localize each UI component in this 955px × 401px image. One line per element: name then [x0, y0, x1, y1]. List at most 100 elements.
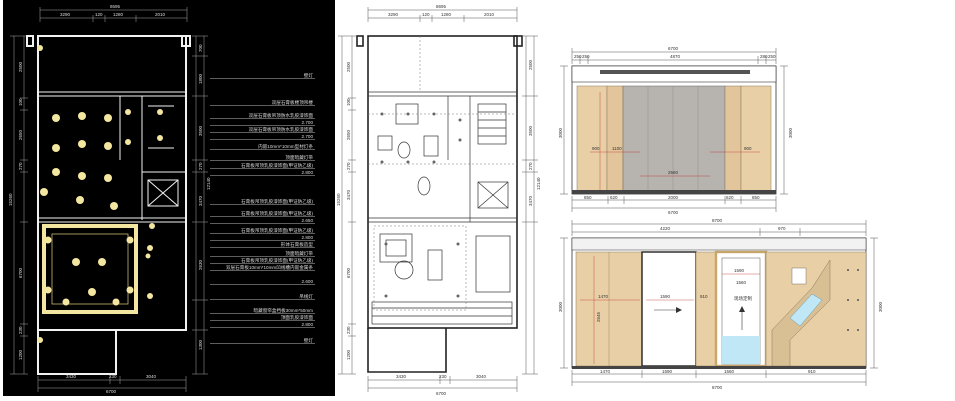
inner-label: 1100 [612, 146, 622, 151]
downlight-icon [44, 286, 52, 294]
annotation: 吊线灯 [299, 293, 313, 300]
right-dim: 3500 [528, 125, 533, 136]
top-dim: 120 [95, 12, 103, 17]
bottom-dim-total: 8700 [712, 385, 723, 390]
outer-wall [367, 35, 518, 329]
annotation: 顶面乳胶漆饰面 [281, 314, 314, 321]
bottom-dim: 910 [808, 369, 816, 374]
right-dim: 2500 [528, 59, 533, 70]
wall-panel [740, 85, 772, 193]
downlight-icon [125, 139, 131, 145]
downlight-icon [52, 168, 60, 176]
annotation: 顶面暗藏灯带 [285, 154, 313, 161]
window-sill [371, 301, 513, 325]
bottom-dim-total: 6700 [436, 391, 447, 396]
top-dim: 4870 [670, 54, 681, 59]
top-dim: 2010 [484, 12, 495, 17]
elevation-top: 6700 250 250 4870 280 250 900 1100 2560 … [558, 46, 793, 215]
glass-rail [789, 293, 823, 327]
downlight-icon [98, 258, 106, 266]
toilet [417, 176, 431, 196]
door [641, 251, 697, 367]
downlight-icon [62, 298, 70, 306]
bottom-dim: 230 [439, 374, 447, 379]
top-dim-total: 6700 [668, 46, 679, 51]
wall-panel [724, 85, 742, 193]
outer-wall [37, 35, 187, 331]
right-dim-total: 12140 [536, 177, 541, 190]
arrow-up-icon [739, 306, 745, 312]
wall-lamp-icon [37, 45, 43, 51]
annotation: 内嵌10mm*10mm型材灯条 [258, 143, 313, 150]
wall-panel [576, 85, 608, 193]
bottom-dim: 850 [584, 195, 592, 200]
ceiling-light-trough [42, 224, 138, 314]
left-dim: 100 [18, 98, 23, 106]
bottom-dim: 3040 [476, 374, 487, 379]
annotation: 暗藏窗帘盒挡板30mm*50mm [254, 307, 314, 314]
top-dim: 2010 [155, 12, 166, 17]
downlight-icon [149, 223, 155, 229]
right-dim: 2630 [198, 259, 203, 270]
top-dim-total: 8695 [110, 4, 121, 9]
height-dim: 3000 [558, 301, 563, 312]
annotation: 石膏板吊顶乳胶漆饰面(甲证防乙级) [241, 257, 313, 264]
downlight-icon [157, 135, 163, 141]
downlight-icon [52, 114, 60, 122]
downlight-icon [78, 112, 86, 120]
left-dim: 2650 [346, 129, 351, 140]
top-dim: 1280 [113, 12, 124, 17]
right-dim: 700 [198, 44, 203, 52]
annotation: 石膏板吊顶乳胶漆饰面(甲证防乙级) [241, 198, 313, 205]
top-dim: 3290 [60, 12, 71, 17]
annotation: 2.800 [302, 322, 314, 327]
elevation-bottom: 8700 4220 970 现场定制 [558, 218, 883, 390]
annotation: 双层石膏板楼顶吊楼 [272, 99, 314, 106]
downlight-icon [145, 253, 151, 259]
inner-label: 2560 [668, 170, 679, 175]
elevator-shaft [477, 181, 509, 209]
height-dim: 3000 [558, 127, 563, 138]
wall-panel [695, 251, 717, 367]
left-dim: 270 [18, 162, 23, 170]
downlight-icon [76, 196, 84, 204]
left-dim-total: 15260 [336, 193, 341, 206]
stair [477, 103, 507, 145]
downlight-icon [72, 258, 80, 266]
bottom-dim: 2000 [668, 195, 679, 200]
height-dim: 3000 [878, 301, 883, 312]
left-dim: 230 [346, 326, 351, 334]
curtain-track [600, 70, 750, 74]
top-dim: 250 [768, 54, 776, 59]
annotation: 石膏板吊顶乳胶漆饰面(甲证防乙级) [241, 210, 313, 217]
panel-dot-group [847, 269, 859, 331]
right-dim: 3500 [198, 125, 203, 136]
inner-label: 2645 [596, 311, 601, 322]
inner-label: 1590 [734, 268, 745, 273]
light-point-group [380, 112, 462, 298]
downlight-icon [104, 114, 112, 122]
left-dim: 2500 [18, 61, 23, 72]
arrow-right-icon [676, 307, 682, 313]
bottom-dim-total: 6700 [106, 389, 117, 394]
left-dim: 100 [346, 98, 351, 106]
inner-label: 1560 [736, 280, 747, 285]
annotation: 石膏板吊顶乳胶漆饰面(甲证防乙级) [241, 162, 313, 169]
left-dim: 1200 [18, 349, 23, 360]
right-dim: 3470 [528, 195, 533, 206]
annotation: 2.600 [302, 279, 314, 284]
annotation: 顶面暗藏灯带 [285, 250, 313, 257]
bottom-dim: 1590 [662, 369, 673, 374]
downlight-icon [78, 172, 86, 180]
downlight-icon [104, 142, 112, 150]
top-dim: 3290 [388, 12, 399, 17]
left-dim: 230 [18, 326, 23, 334]
downlight-group [37, 45, 163, 343]
inner-label: 900 [744, 146, 752, 151]
top-dim: 250 [582, 54, 590, 59]
top-dim: 250 [574, 54, 582, 59]
left-dim: 270 [346, 162, 351, 170]
annotation: 形体石膏板造型 [281, 241, 314, 248]
ceiling-plan-dark: 8695 3290 120 1280 2010 2500 100 2650 27… [3, 0, 335, 396]
height-dim: 3000 [788, 127, 793, 138]
